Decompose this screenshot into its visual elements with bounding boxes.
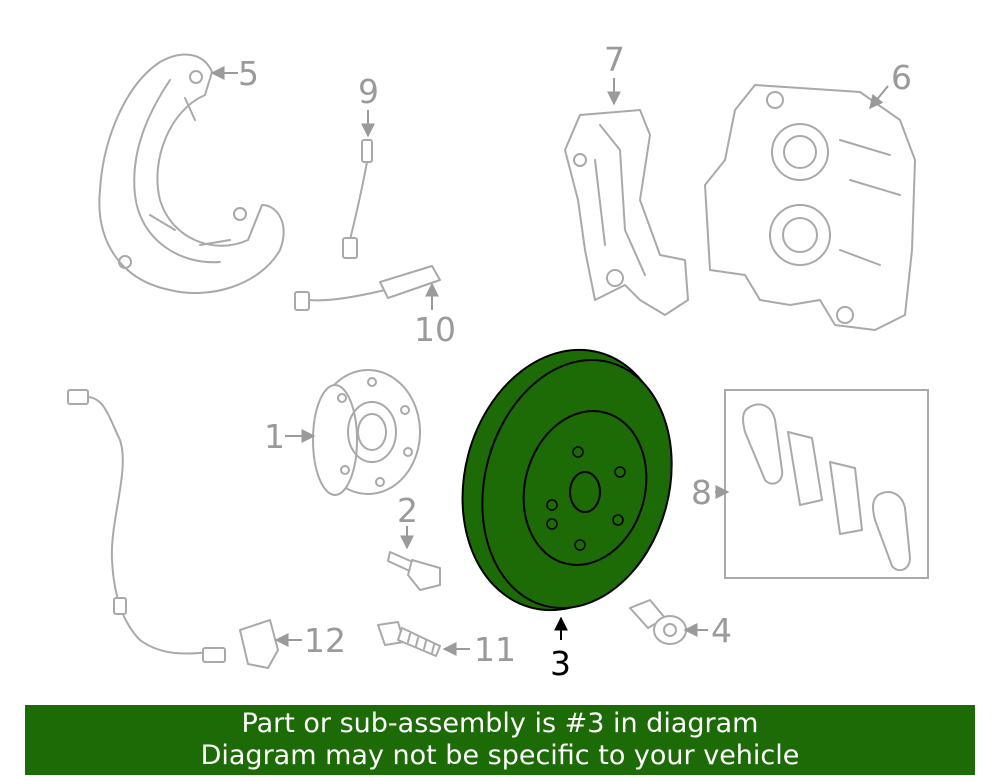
part-10-wear-sensor[interactable] xyxy=(294,265,441,311)
callout-9: 9 xyxy=(358,72,379,111)
callout-6: 6 xyxy=(891,58,912,97)
part-3-brake-rotor[interactable] xyxy=(434,327,698,634)
callout-2: 2 xyxy=(397,491,418,530)
callout-10: 10 xyxy=(414,310,456,349)
callout-3: 3 xyxy=(550,644,571,683)
part-12-abs-sensor[interactable] xyxy=(67,389,279,669)
part-4-screw[interactable] xyxy=(629,599,687,645)
callout-8: 8 xyxy=(691,473,712,512)
part-1-wheel-hub[interactable] xyxy=(312,369,421,496)
callout-11: 11 xyxy=(474,630,516,669)
part-5-dust-shield[interactable] xyxy=(98,53,285,294)
leader-lines xyxy=(210,66,889,656)
callout-1: 1 xyxy=(264,417,285,456)
part-9-wear-sensor[interactable] xyxy=(342,139,373,259)
part-2-bolt[interactable] xyxy=(387,551,441,591)
part-11-bolt[interactable] xyxy=(377,621,441,657)
callout-7: 7 xyxy=(604,40,625,79)
parts-diagram: 5 9 10 7 6 1 2 8 4 11 12 3 xyxy=(67,40,929,683)
notice-banner: Part or sub-assembly is #3 in diagram Di… xyxy=(25,705,975,775)
callout-5: 5 xyxy=(238,54,259,93)
part-7-caliper-bracket[interactable] xyxy=(564,109,689,316)
callout-4: 4 xyxy=(711,611,732,650)
callout-12: 12 xyxy=(304,621,346,660)
part-6-caliper[interactable] xyxy=(704,84,916,331)
banner-line-1: Part or sub-assembly is #3 in diagram xyxy=(241,708,759,739)
part-8-brake-pads[interactable] xyxy=(724,389,929,579)
banner-line-2: Diagram may not be specific to your vehi… xyxy=(200,740,800,771)
